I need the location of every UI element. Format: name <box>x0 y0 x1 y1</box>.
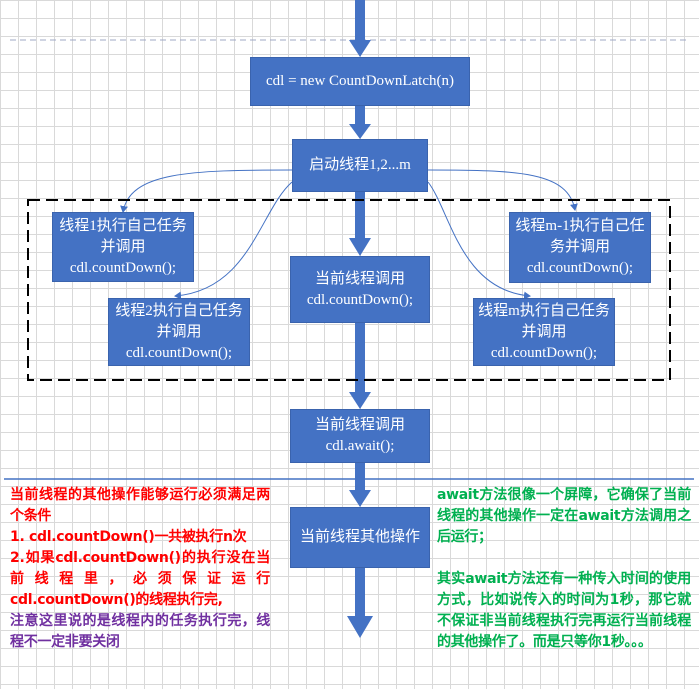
spine-head-1 <box>349 40 371 57</box>
spine-head-4 <box>349 392 371 409</box>
left-note-item-2: 2.如果cdl.countDown()的执行没在当前线程里，必须保证运行cdl.… <box>10 550 270 608</box>
thread1-node: 线程1执行自己任务并调用cdl.countDown(); <box>52 212 194 282</box>
thread2-node: 线程2执行自己任务并调用cdl.countDown(); <box>108 298 250 366</box>
branch-to-thread-m <box>427 181 531 300</box>
current-countdown-node: 当前线程调用cdl.countDown(); <box>290 256 430 323</box>
right-await-note: await方法很像一个屏障，它确保了当前线程的其他操作一定在await方法调用之… <box>437 485 691 653</box>
spine-segment-2 <box>355 106 365 130</box>
branch-to-thread2 <box>174 181 293 300</box>
spine-segment-4 <box>355 323 365 395</box>
main-flow-arrows <box>347 0 373 638</box>
spine-segment-6 <box>355 568 365 618</box>
branch-to-thread1 <box>120 169 293 213</box>
left-note-heading: 当前线程的其他操作能够运行必须满足两个条件 <box>10 487 270 524</box>
spine-segment-5 <box>355 463 365 493</box>
left-note-remark: 注意这里说的是线程内的任务执行完，线程不一定非要关闭 <box>10 613 270 650</box>
current-await-node: 当前线程调用cdl.await(); <box>290 409 430 463</box>
branch-arrows <box>120 169 578 300</box>
right-note-para-2: 其实await方法还有一种传入时间的使用方式，比如说传入的时间为1秒，那它就不保… <box>437 571 691 650</box>
parallel-group-frame <box>27 199 671 381</box>
create-latch-node: cdl = new CountDownLatch(n) <box>250 57 470 106</box>
thread-m-node: 线程m执行自己任务并调用cdl.countDown(); <box>473 298 615 366</box>
spine-head-3 <box>349 238 371 256</box>
spine-segment-3 <box>355 192 365 240</box>
spine-segment-1 <box>355 0 365 40</box>
left-note-item-1: 1. cdl.countDown()一共被执行n次 <box>10 529 247 545</box>
left-condition-note: 当前线程的其他操作能够运行必须满足两个条件 1. cdl.countDown()… <box>10 485 270 653</box>
spine-head-2 <box>349 124 371 139</box>
current-other-ops-node: 当前线程其他操作 <box>290 507 430 568</box>
spine-head-5 <box>349 490 371 507</box>
spine-head-6 <box>347 616 373 638</box>
right-note-para-1: await方法很像一个屏障，它确保了当前线程的其他操作一定在await方法调用之… <box>437 487 691 545</box>
thread-m-minus-1-node: 线程m-1执行自己任务并调用cdl.countDown(); <box>509 212 651 283</box>
branch-to-thread-m-minus-1 <box>427 169 578 211</box>
start-threads-node: 启动线程1,2...m <box>292 139 428 192</box>
